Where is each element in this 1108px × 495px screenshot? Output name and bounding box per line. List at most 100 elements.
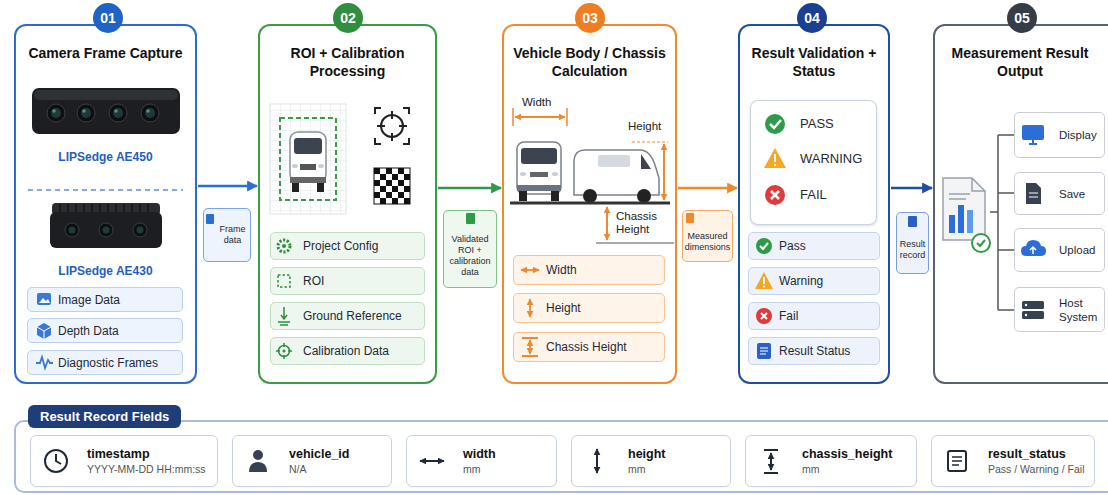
process-box: ROI xyxy=(270,267,425,295)
text-holder: Result Record Fields xyxy=(28,405,181,428)
node-text: result_status xyxy=(988,447,1066,462)
report-icon xyxy=(943,178,990,252)
flow-arrow xyxy=(678,187,737,190)
text-holder: ROI + Calibration Processing xyxy=(265,44,430,80)
node-text: Measurement Result Output xyxy=(940,44,1100,80)
node-text: Host System xyxy=(1059,296,1100,324)
node-text: chassis_height xyxy=(802,447,892,462)
node-text: ROI + Calibration Processing xyxy=(265,44,430,80)
small-doc-icons xyxy=(206,213,917,227)
node-text: Upload xyxy=(1059,243,1095,257)
node-text: Display xyxy=(1059,128,1097,142)
output-icons xyxy=(1021,125,1046,319)
status-icons xyxy=(755,114,786,359)
node-text: FAIL xyxy=(800,187,875,202)
node-text: N/A xyxy=(289,462,307,476)
record-fields-band: Result Record FieldstimestampYYYY-MM-DD … xyxy=(14,420,1108,493)
process-box: Display xyxy=(1014,112,1105,158)
node-text: Pass xyxy=(779,239,806,253)
data-icons xyxy=(36,293,53,368)
node-text: Diagnostic Frames xyxy=(58,356,158,370)
node-text: Result Status xyxy=(779,344,850,358)
node-text: mm xyxy=(463,462,481,476)
node-text: Measured dimensions xyxy=(685,231,731,253)
flow-label-box: Validated ROI + calibration data xyxy=(443,210,497,288)
step-number: 04 xyxy=(797,3,827,33)
text-holder: Width xyxy=(522,96,572,109)
node-text: Result Record Fields xyxy=(28,405,181,428)
roi-illustration xyxy=(270,104,346,214)
target-icon xyxy=(375,108,409,144)
process-box: Ground Reference xyxy=(270,302,425,330)
node-text: Result record xyxy=(898,239,927,261)
node-text: Result Validation + Status xyxy=(743,44,885,80)
process-box: Warning xyxy=(748,267,880,295)
node-text: ROI xyxy=(303,274,324,288)
node-text: Height xyxy=(546,301,581,315)
node-text: width xyxy=(463,447,496,462)
process-box: Chassis Height xyxy=(513,332,665,362)
node-text: Height xyxy=(628,120,674,133)
step-number: 03 xyxy=(575,3,605,33)
node-text: Fail xyxy=(779,309,798,323)
node-text: PASS xyxy=(800,116,875,131)
step-number: 05 xyxy=(1007,3,1037,33)
checkerboard xyxy=(374,168,410,204)
node-text: Image Data xyxy=(58,293,120,307)
node-text: mm xyxy=(802,462,820,476)
node-text: Calibration Data xyxy=(303,344,389,358)
dimension-illustration xyxy=(510,108,674,243)
process-box: Host System xyxy=(1014,287,1105,332)
node-text: YYYY-MM-DD HH:mm:ss xyxy=(87,462,206,476)
text-holder: LIPSedge AE450 xyxy=(20,150,191,164)
node-text: 04 xyxy=(804,10,820,26)
process-box: Save xyxy=(1014,172,1105,215)
field-box: heightmm xyxy=(571,435,731,487)
node-text: 05 xyxy=(1014,10,1030,26)
node-text: LIPSedge AE450 xyxy=(20,150,191,164)
process-box: Pass xyxy=(748,232,880,260)
node-text: LIPSedge AE430 xyxy=(20,264,191,278)
process-box: Width xyxy=(513,255,665,285)
node-text: mm xyxy=(628,462,646,476)
process-box: Project Config xyxy=(270,232,425,260)
node-text: Pass / Warning / Fail xyxy=(988,462,1084,476)
text-holder: Camera Frame Capture xyxy=(20,44,191,62)
node-text: WARNING xyxy=(800,151,875,166)
camera-ae430 xyxy=(50,203,162,248)
flow-label-box: Frame data xyxy=(203,208,251,262)
flow-label-box: Measured dimensions xyxy=(682,210,733,262)
field-box: timestampYYYY-MM-DD HH:mm:ss xyxy=(30,435,218,487)
flow-arrow xyxy=(891,187,932,190)
node-text: Project Config xyxy=(303,239,378,253)
node-text: Camera Frame Capture xyxy=(20,44,191,62)
node-text: Warning xyxy=(779,274,823,288)
output-tree xyxy=(990,135,1014,310)
process-box: Depth Data xyxy=(27,318,183,343)
node-text: Chassis Height xyxy=(546,340,627,354)
process-box: Image Data xyxy=(27,287,183,312)
stage-panel: Result Validation + Status04PASSWARNINGF… xyxy=(738,24,890,384)
node-text: vehicle_id xyxy=(289,447,349,462)
node-text: Depth Data xyxy=(58,324,119,338)
process-box: Upload xyxy=(1014,228,1105,272)
text-holder: Measurement Result Output xyxy=(940,44,1100,80)
camera-ae450 xyxy=(32,88,180,134)
process-box: Result Status xyxy=(748,337,880,365)
text-holder: Vehicle Body / Chassis Calculation xyxy=(510,44,669,80)
process-box: Fail xyxy=(748,302,880,330)
field-box: widthmm xyxy=(406,435,557,487)
node-text: Save xyxy=(1059,187,1085,201)
node-text: Width xyxy=(522,96,572,109)
text-holder: WARNING xyxy=(800,151,875,166)
text-holder: Height xyxy=(628,120,674,133)
separator-line xyxy=(28,189,183,191)
status-legend-box: PASS WARNING FAIL xyxy=(750,100,877,225)
process-box: Calibration Data xyxy=(270,337,425,365)
node-text: Chassis Height xyxy=(616,210,668,236)
field-box: result_statusPass / Warning / Fail xyxy=(931,435,1095,487)
node-text: Validated ROI + calibration data xyxy=(446,234,494,278)
field-box: chassis_heightmm xyxy=(745,435,917,487)
step-number: 02 xyxy=(333,3,363,33)
node-text: timestamp xyxy=(87,447,150,462)
